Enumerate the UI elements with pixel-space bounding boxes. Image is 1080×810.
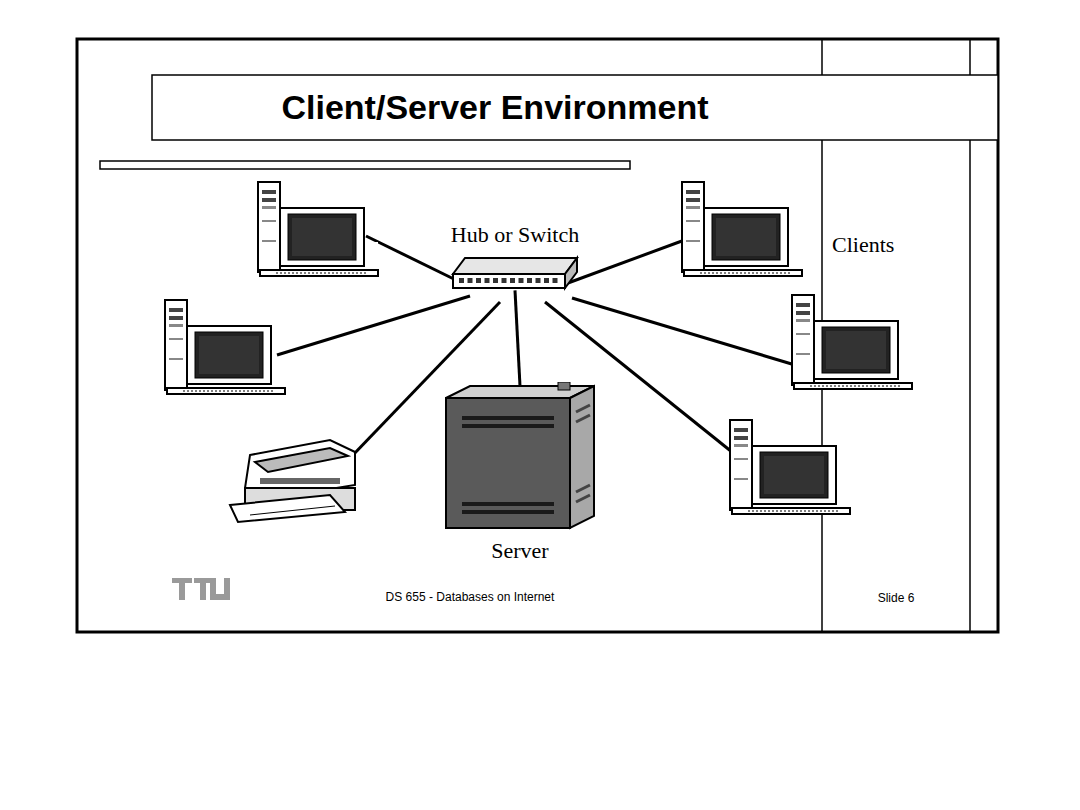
server-machine: Server: [440, 382, 600, 564]
node-label: Server: [491, 538, 548, 564]
hub-device: Hub or Switch: [445, 222, 585, 300]
server-machine-icon: [440, 382, 600, 532]
hub-device-icon: [445, 252, 585, 300]
network-cable: [515, 290, 520, 386]
slide-title-box: Client/Server Environment: [152, 75, 998, 140]
node-label: Hub or Switch: [451, 222, 579, 248]
footer-slide-number: Slide 6: [878, 591, 915, 605]
slide-title: Client/Server Environment: [281, 88, 708, 127]
clients-label: Clients: [832, 232, 894, 258]
footer-course: DS 655 - Databases on Internet: [386, 590, 555, 604]
